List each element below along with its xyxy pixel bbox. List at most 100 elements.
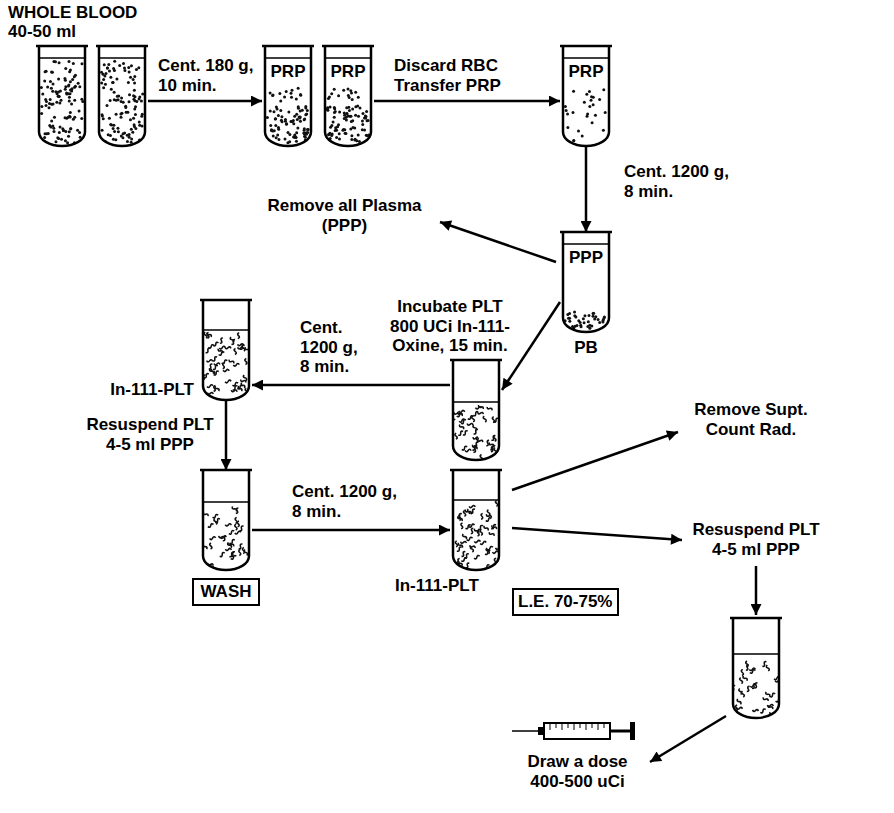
tube-drawing (560, 46, 612, 148)
cell-dot (364, 117, 367, 120)
platelet-clump (762, 662, 766, 667)
platelet-clump (214, 386, 216, 392)
cell-dot (109, 99, 112, 102)
platelet-clump (457, 514, 462, 518)
cell-dot (288, 140, 291, 143)
platelet-clump (458, 561, 463, 565)
cell-dot (598, 321, 601, 324)
cell-dot (107, 63, 110, 66)
cell-dot (56, 92, 59, 95)
cell-dot (137, 66, 140, 69)
cell-dot (133, 125, 136, 128)
tube-contents (200, 502, 252, 571)
platelet-clump (474, 429, 478, 434)
cell-dot (588, 105, 591, 108)
liquid-level (730, 653, 782, 655)
cell-dot (57, 137, 60, 140)
cell-dot (347, 106, 350, 109)
tube-outline (563, 46, 609, 146)
cell-dot (64, 88, 67, 91)
cell-dot (47, 132, 50, 135)
cell-dot (134, 113, 137, 116)
platelet-clump (468, 509, 472, 514)
cell-dot (44, 104, 47, 107)
cell-dot (592, 312, 595, 315)
cell-dot (582, 317, 585, 320)
cell-dot (303, 127, 306, 130)
platelet-clump (455, 541, 457, 547)
cell-dot (299, 120, 302, 123)
platelet-clump (203, 544, 207, 549)
cell-dot (306, 109, 309, 112)
cell-dot (277, 138, 280, 141)
cell-dot (68, 60, 71, 63)
cell-dot (63, 77, 66, 80)
tube-contents (322, 58, 374, 143)
flow-arrow (585, 146, 588, 232)
cell-dot (81, 100, 84, 103)
cell-dot (120, 112, 123, 115)
cell-dot (273, 129, 276, 132)
platelet-clump (496, 449, 501, 453)
cell-dot (272, 135, 275, 138)
cell-dot (52, 102, 55, 105)
liquid-level (560, 57, 612, 59)
cell-dot (604, 111, 607, 114)
cell-dot (102, 78, 105, 81)
platelet-clump (494, 448, 497, 454)
cell-dot (594, 315, 597, 318)
liquid-level (560, 243, 612, 245)
platelet-clump (463, 534, 467, 539)
cell-dot (71, 87, 74, 90)
cell-dot (53, 130, 56, 133)
cell-dot (566, 313, 569, 316)
platelet-clump (743, 676, 747, 681)
platelet-clump (220, 536, 226, 539)
cell-dot (344, 132, 347, 135)
cell-dot (586, 115, 589, 118)
cell-dot (303, 132, 306, 135)
cell-dot (113, 91, 116, 94)
tube-rim (262, 45, 314, 48)
cell-dot (303, 135, 306, 138)
cell-dot (303, 129, 306, 132)
cell-dot (104, 83, 107, 86)
cell-dot (326, 107, 329, 110)
cell-dot (52, 60, 55, 63)
cell-dot (572, 139, 575, 142)
tube-outline (733, 618, 779, 718)
cell-dot (333, 111, 336, 114)
step-note: Remove Supt. Count Rad. (686, 400, 816, 439)
platelet-clump (219, 536, 224, 539)
cell-dot (112, 81, 115, 84)
cell-dot (304, 138, 307, 141)
platelet-clump (466, 525, 471, 529)
cell-dot (120, 100, 123, 103)
platelet-clump (455, 433, 457, 439)
step-text: WHOLE BLOOD 40-50 ml (8, 3, 148, 42)
cell-dot (304, 107, 307, 110)
cell-dot (358, 140, 361, 143)
cell-dot (345, 116, 348, 119)
platelet-clump (473, 445, 478, 449)
platelet-clump (231, 390, 237, 392)
cell-dot (40, 112, 43, 115)
cell-dot (567, 317, 570, 320)
platelet-clump (489, 532, 494, 536)
platelet-clump (468, 416, 474, 420)
step-condition: Cent. 180 g, 10 min. (158, 56, 258, 95)
platelet-clump (467, 423, 473, 425)
platelet-clump (492, 525, 497, 529)
tube-rim (36, 45, 88, 48)
platelet-clump (487, 510, 490, 516)
cell-dot (124, 106, 127, 109)
cell-dot (67, 116, 70, 119)
cell-dot (326, 109, 329, 112)
cell-dot (116, 95, 119, 98)
cell-dot (68, 96, 71, 99)
cell-dot (329, 137, 332, 140)
cell-dot (306, 131, 309, 134)
cell-dot (133, 82, 136, 85)
platelet-clump (479, 405, 484, 409)
